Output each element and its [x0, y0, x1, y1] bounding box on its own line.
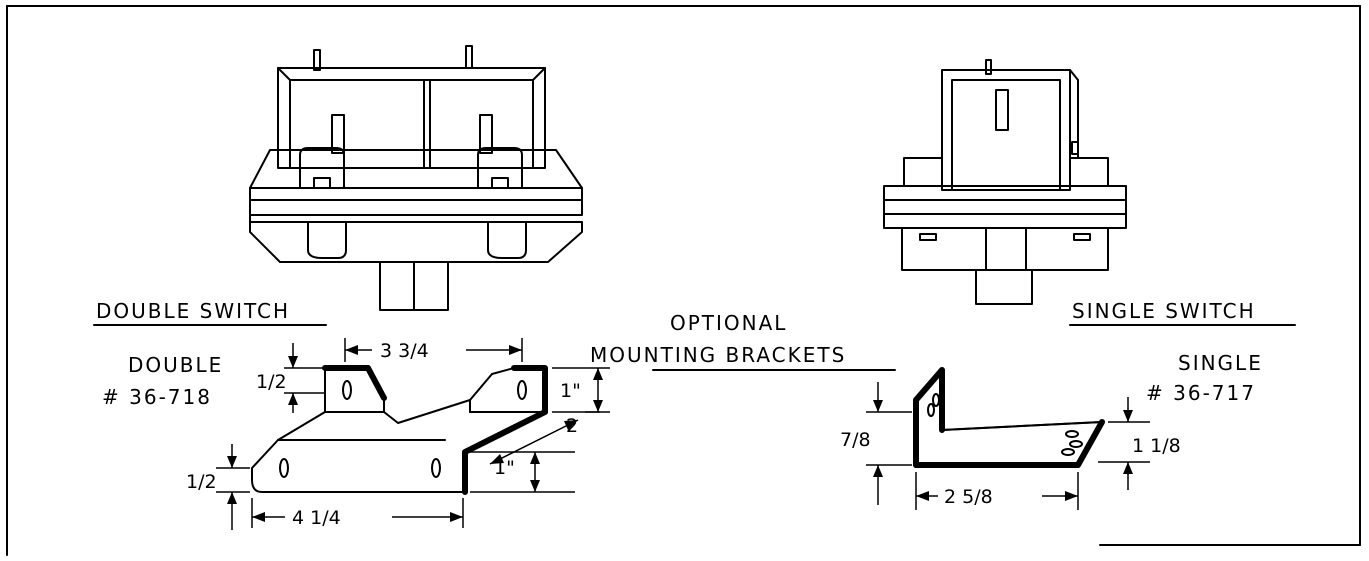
double-switch-drawing	[249, 45, 583, 311]
svg-text:1/2: 1/2	[186, 471, 217, 493]
single-switch-caption: SINGLE SWITCH	[1069, 299, 1296, 326]
svg-text:1": 1"	[560, 380, 581, 402]
dim-double-slant: 2	[489, 411, 600, 465]
dim-single-depth: 1 1/8	[1098, 397, 1181, 490]
dim-single-width: 2 5/8	[915, 472, 1079, 510]
svg-text:OPTIONAL: OPTIONAL	[670, 311, 787, 335]
svg-text:DOUBLE SWITCH: DOUBLE SWITCH	[96, 299, 290, 323]
svg-text:MOUNTING BRACKETS: MOUNTING BRACKETS	[590, 343, 846, 367]
dim-double-right-drop: 1"	[470, 451, 575, 493]
double-bracket-label: DOUBLE	[128, 353, 223, 377]
single-bracket-part-number: # 36-717	[1146, 381, 1256, 405]
single-bracket-drawing	[913, 367, 1105, 468]
svg-text:2: 2	[566, 415, 578, 437]
double-bracket-part-number: # 36-718	[102, 385, 212, 409]
dim-double-top-height: 1/2	[256, 343, 325, 413]
double-bracket-drawing	[251, 365, 548, 495]
svg-text:7/8: 7/8	[840, 429, 871, 451]
svg-text:1/2: 1/2	[256, 371, 287, 393]
svg-text:4 1/4: 4 1/4	[292, 507, 341, 529]
drawing-frame	[6, 5, 1361, 556]
single-bracket-label: SINGLE	[1178, 351, 1263, 375]
svg-text:1": 1"	[494, 457, 515, 479]
optional-brackets-caption: OPTIONAL MOUNTING BRACKETS	[590, 311, 896, 371]
svg-text:3 3/4: 3 3/4	[380, 340, 429, 362]
svg-text:2 5/8: 2 5/8	[944, 486, 993, 508]
svg-text:1 1/8: 1 1/8	[1132, 435, 1181, 457]
double-switch-caption: DOUBLE SWITCH	[93, 299, 327, 326]
dim-double-top-width: 3 3/4	[344, 338, 523, 362]
dim-double-left-height: 1/2	[186, 444, 250, 530]
dim-double-right-rise: 1"	[552, 367, 610, 413]
dim-double-bottom-width: 4 1/4	[251, 498, 464, 529]
svg-text:SINGLE SWITCH: SINGLE SWITCH	[1072, 299, 1256, 323]
dim-single-height: 7/8	[840, 382, 912, 505]
single-switch-drawing	[883, 59, 1127, 305]
